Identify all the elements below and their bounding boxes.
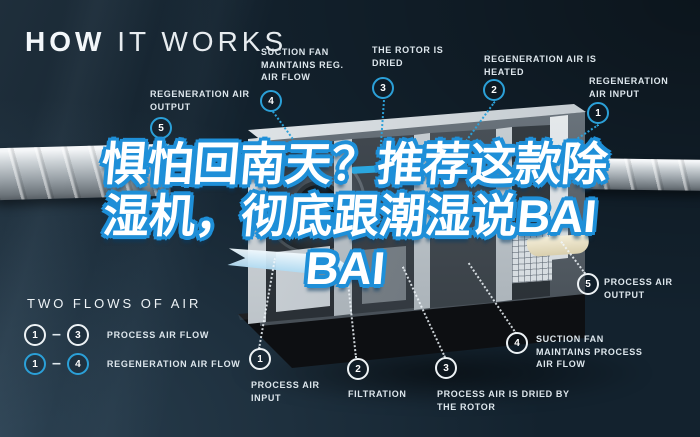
legend-dash: – xyxy=(52,326,61,343)
callout-number-process-air-dried: 3 xyxy=(435,357,457,379)
callout-label-reg-air-heated: REGENERATION AIR IS HEATED xyxy=(484,54,597,77)
callout-number-process-air-output: 5 xyxy=(577,273,599,295)
callout-label-suction-fan-reg: SUCTION FAN MAINTAINS REG. AIR FLOW xyxy=(261,47,344,83)
legend-circle-from: 1 xyxy=(24,353,46,375)
legend-row-process: 1 – 3 PROCESS AIR FLOW xyxy=(24,324,209,346)
callout-number-reg-air-output: 5 xyxy=(150,117,172,139)
legend-heading: TWO FLOWS OF AIR xyxy=(27,296,202,311)
headline-line-1: 惧怕回南天？推荐这款除 xyxy=(99,138,610,190)
callout-number-reg-air-input: 1 xyxy=(587,102,609,124)
legend-row-regeneration: 1 – 4 REGENERATION AIR FLOW xyxy=(24,353,241,375)
callout-label-reg-air-input: REGENERATION AIR INPUT xyxy=(589,76,669,99)
callout-label-suction-fan-process: SUCTION FAN MAINTAINS PROCESS AIR FLOW xyxy=(536,334,643,370)
headline-line-2: 湿机，彻底跟潮湿说BAI xyxy=(101,190,599,242)
callout-label-process-air-output: PROCESS AIR OUTPUT xyxy=(604,277,673,300)
title-light: IT WORKS xyxy=(105,26,288,57)
legend-label-process: PROCESS AIR FLOW xyxy=(106,330,210,340)
headline-line-3: BAI xyxy=(303,242,388,294)
legend-circle-to: 4 xyxy=(66,353,89,375)
legend-dash: – xyxy=(52,355,61,372)
callout-number-rotor-dried: 3 xyxy=(372,77,394,99)
callout-number-process-air-input: 1 xyxy=(249,348,271,370)
headline-overlay: 惧怕回南天？推荐这款除 湿机，彻底跟潮湿说BAI BAI xyxy=(0,138,700,294)
callout-label-rotor-dried: THE ROTOR IS DRIED xyxy=(372,45,444,68)
callout-label-process-air-input: PROCESS AIR INPUT xyxy=(251,380,320,403)
page-title: HOW IT WORKS xyxy=(25,26,287,58)
callout-number-suction-fan-process: 4 xyxy=(506,332,528,354)
callout-label-reg-air-output: REGENERATION AIR OUTPUT xyxy=(150,89,250,112)
legend-label-regeneration: REGENERATION AIR FLOW xyxy=(106,359,241,369)
callout-number-filtration: 2 xyxy=(347,358,369,380)
callout-number-reg-air-heated: 2 xyxy=(483,79,505,101)
legend-circle-from: 1 xyxy=(24,324,46,346)
title-bold: HOW xyxy=(25,26,106,57)
callout-label-filtration: FILTRATION xyxy=(348,389,407,399)
callout-label-process-air-dried: PROCESS AIR IS DRIED BY THE ROTOR xyxy=(437,389,570,412)
legend-circle-to: 3 xyxy=(66,324,89,346)
callout-number-suction-fan-reg: 4 xyxy=(260,90,282,112)
